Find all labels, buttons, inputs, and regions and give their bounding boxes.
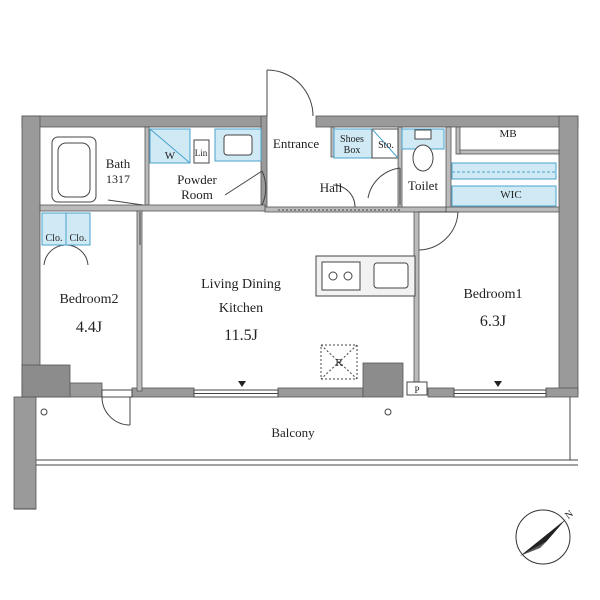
label-ldk-size: 11.5J — [224, 327, 258, 344]
bedroom2-closets — [41, 212, 91, 246]
label-toilet: Toilet — [408, 178, 439, 193]
window-bed2 — [101, 389, 133, 398]
label-entrance: Entrance — [273, 136, 319, 151]
wall-balcony-left — [13, 396, 37, 510]
label-north: N — [563, 508, 575, 521]
pipe-space — [406, 381, 428, 396]
wall-top-right — [315, 115, 579, 128]
walls — [13, 115, 579, 510]
wall-top-left — [21, 115, 267, 128]
wall-right — [558, 115, 579, 395]
label-bedroom2-name: Bedroom2 — [59, 292, 118, 307]
label-ldk-2: Kitchen — [219, 301, 263, 316]
label-shoes-box-2: Box — [344, 145, 361, 156]
label-closet-right: Clo. — [70, 233, 87, 244]
windows — [101, 389, 547, 398]
kitchen-counter — [315, 255, 428, 396]
wall-entrance-left — [260, 115, 268, 212]
label-bedroom1-size: 6.3J — [480, 313, 506, 330]
wall-wic-left — [445, 126, 452, 213]
label-shoes-box-1: Shoes — [340, 134, 364, 145]
wic-shelves — [451, 162, 557, 207]
label-mb: MB — [499, 128, 516, 140]
label-powder-2: Room — [181, 187, 213, 202]
label-storage: Sto. — [378, 140, 394, 151]
wall-bath-bottom — [39, 204, 266, 212]
column-left — [21, 364, 71, 398]
balcony-drains — [40, 408, 392, 416]
vanity-basin — [223, 134, 253, 156]
label-balcony: Balcony — [271, 425, 315, 440]
wall-bed2-right — [136, 210, 143, 392]
stove — [321, 261, 361, 291]
label-linen: Lin — [195, 148, 208, 158]
column-center — [362, 362, 404, 398]
label-pipe-space: P — [414, 385, 419, 395]
wall-mb-bottom — [457, 149, 560, 155]
bathtub-inner — [57, 142, 91, 198]
wall-left — [21, 115, 41, 395]
window-markers — [238, 381, 502, 387]
north-arrow: N — [515, 508, 576, 565]
balcony-lines — [14, 397, 578, 510]
wall-toilet-left — [397, 126, 403, 208]
label-closet-left: Clo. — [46, 233, 63, 244]
wall-mb-left — [455, 126, 461, 155]
label-bedroom2-size: 4.4J — [76, 319, 102, 336]
wall-bath-right — [144, 126, 150, 206]
linen-space — [193, 139, 210, 164]
label-powder-1: Powder — [177, 172, 217, 187]
label-bath-2: 1317 — [106, 172, 130, 186]
toilet-fixture — [401, 128, 445, 172]
wall-wic-bottom — [445, 206, 560, 213]
label-bedroom1-name: Bedroom1 — [463, 287, 522, 302]
wall-bottom-5 — [545, 387, 579, 398]
label-bath-1: Bath — [106, 156, 131, 171]
labels: Entrance Shoes Box Sto. MB Bath 1317 W L… — [46, 128, 523, 440]
storage-fixtures — [333, 128, 399, 159]
bath-fixtures — [51, 128, 262, 203]
fridge-space — [320, 344, 358, 380]
label-hall: Hall — [320, 180, 343, 195]
wall-bottom-4 — [427, 387, 455, 398]
wall-bottom-3 — [277, 387, 364, 398]
wall-bed1-left — [413, 211, 420, 393]
sink — [373, 262, 409, 289]
doors — [43, 69, 459, 426]
label-ldk-1: Living Dining — [201, 277, 281, 292]
label-refrigerator: R — [335, 357, 343, 369]
label-washer: W — [165, 150, 176, 162]
label-wic: WIC — [500, 189, 521, 201]
north-arrow-needle-icon — [520, 519, 566, 556]
